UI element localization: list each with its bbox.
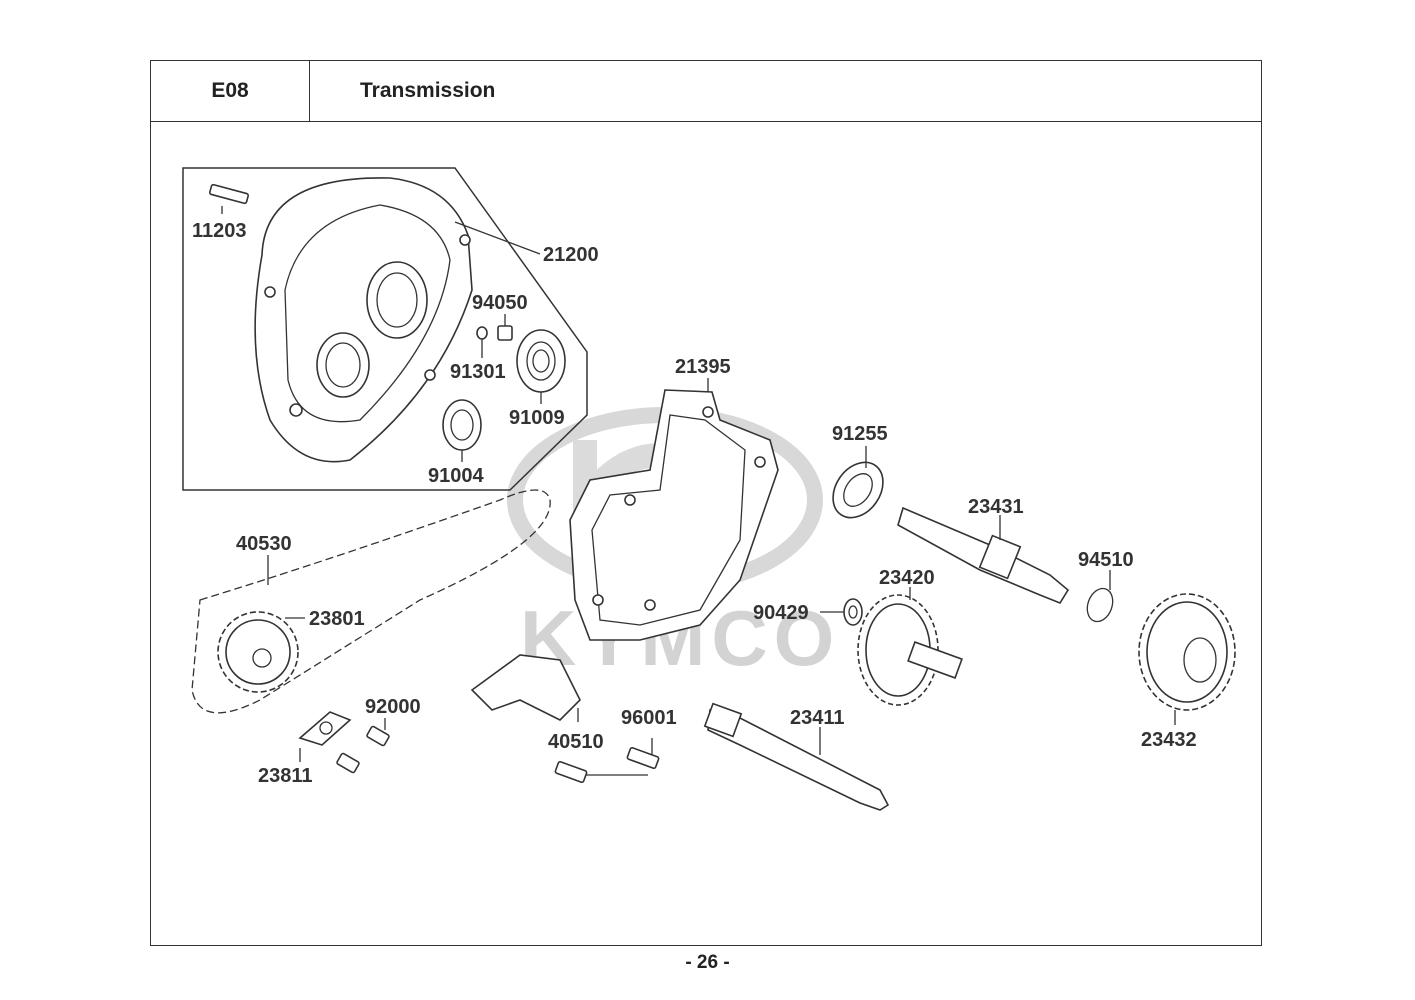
counter-gear-part xyxy=(857,587,963,706)
main-shaft-part xyxy=(703,702,890,811)
diagram-frame xyxy=(150,60,1262,946)
label-23801: 23801 xyxy=(309,608,365,630)
page-number: - 26 - xyxy=(685,952,730,973)
drive-shaft-23431-part xyxy=(897,506,1070,604)
gasket-part xyxy=(569,378,779,641)
transmission-case-part xyxy=(254,177,541,463)
label-40510: 40510 xyxy=(548,731,604,753)
sprocket-part xyxy=(217,611,305,693)
case-group-outline xyxy=(182,167,588,491)
section-code: E08 xyxy=(150,60,310,122)
label-23411: 23411 xyxy=(790,707,845,729)
o-ring-part xyxy=(476,326,488,358)
label-23432: 23432 xyxy=(1141,729,1197,751)
bolt-92000-part xyxy=(336,718,390,774)
label-23420: 23420 xyxy=(879,567,935,589)
oil-seal-part xyxy=(832,446,884,519)
label-96001: 96001 xyxy=(621,707,677,729)
sprocket-plate-part xyxy=(298,711,352,762)
label-21395: 21395 xyxy=(675,356,731,378)
label-94510: 94510 xyxy=(1078,549,1134,571)
final-gear-part xyxy=(1138,593,1236,725)
label-91004: 91004 xyxy=(428,465,484,487)
label-91255: 91255 xyxy=(832,423,888,445)
nut-part xyxy=(497,314,513,341)
bearing-91009-part xyxy=(516,329,566,404)
label-23811: 23811 xyxy=(258,765,313,787)
label-94050: 94050 xyxy=(472,292,528,314)
label-90429: 90429 xyxy=(753,602,809,624)
label-91301: 91301 xyxy=(450,361,506,383)
washer-part xyxy=(820,598,863,626)
bearing-91004-part xyxy=(442,399,482,462)
circlip-part xyxy=(1086,570,1114,623)
label-23431: 23431 xyxy=(968,496,1024,518)
label-21200: 21200 xyxy=(543,244,599,266)
flange-bolt-part xyxy=(554,738,660,784)
chain-guard-part xyxy=(470,654,581,722)
stud-bolt-part xyxy=(209,183,249,214)
label-40530: 40530 xyxy=(236,533,292,555)
drive-chain-part xyxy=(191,489,551,714)
page-title: Transmission xyxy=(309,60,1262,122)
label-92000: 92000 xyxy=(365,696,421,718)
label-91009: 91009 xyxy=(509,407,565,429)
label-11203: 11203 xyxy=(192,220,247,242)
